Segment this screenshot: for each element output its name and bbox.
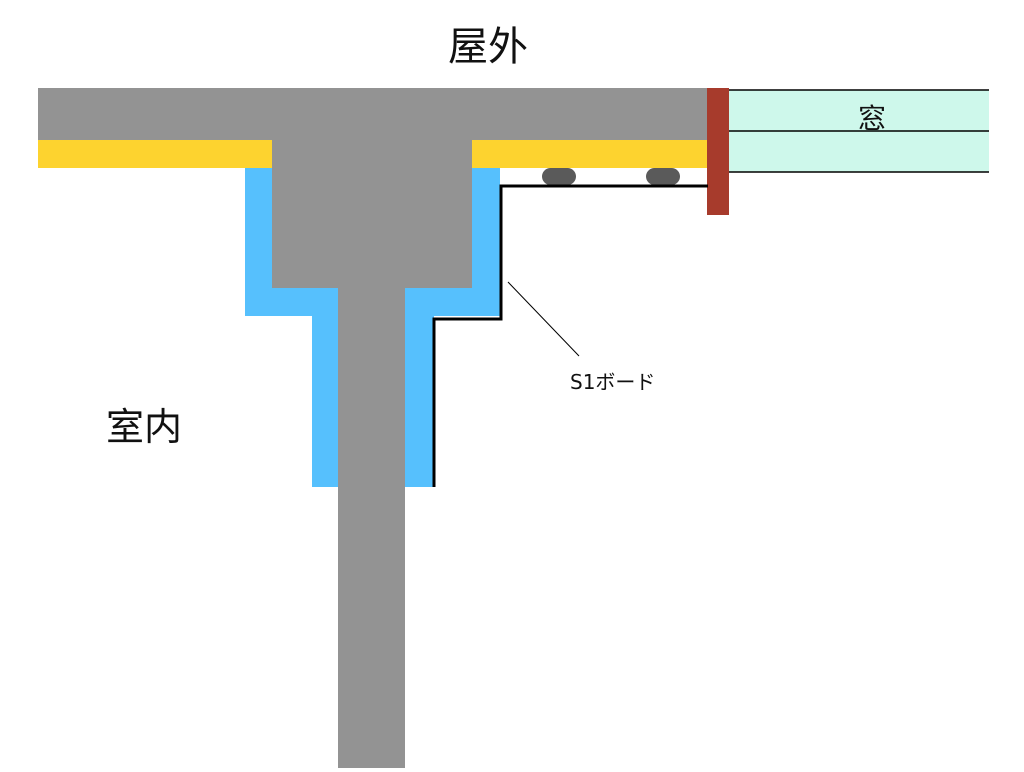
concrete-structure <box>38 88 708 768</box>
spacer-pad-left <box>542 168 576 185</box>
window-frame <box>707 88 729 215</box>
outdoor-label: 屋外 <box>448 24 528 70</box>
exterior-insulation-left <box>38 140 272 168</box>
board-leader-line <box>507 281 580 357</box>
s1-board-line <box>432 184 708 487</box>
board-label: S1ボード <box>570 370 656 394</box>
window-label: 窓 <box>858 102 887 135</box>
spacer-pad-right <box>646 168 680 185</box>
indoor-label: 室内 <box>106 405 183 449</box>
exterior-insulation-right <box>472 140 708 168</box>
